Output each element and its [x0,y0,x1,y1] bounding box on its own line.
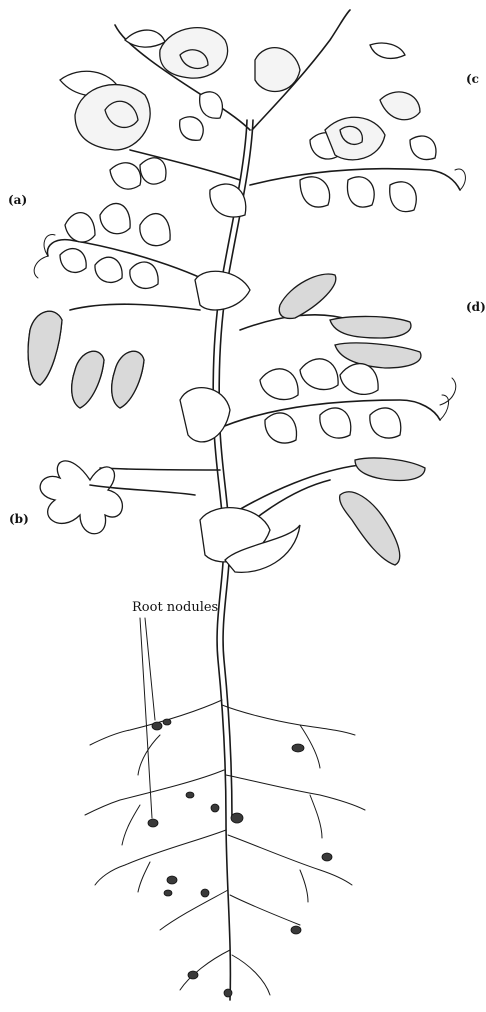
label-a: (a) [8,193,27,207]
label-root-nodules: Root nodules [132,600,218,615]
label-b: (b) [9,512,29,526]
leaf-b [40,461,195,534]
pods-d [279,274,425,565]
pods-a [28,311,144,408]
label-c: (c [466,72,479,86]
stipule [195,271,250,310]
flowers [75,28,420,160]
root-nodules-pointer [145,618,155,720]
leaflets-a [60,203,170,288]
root-nodules [148,719,332,997]
label-d: (d) [466,300,486,314]
